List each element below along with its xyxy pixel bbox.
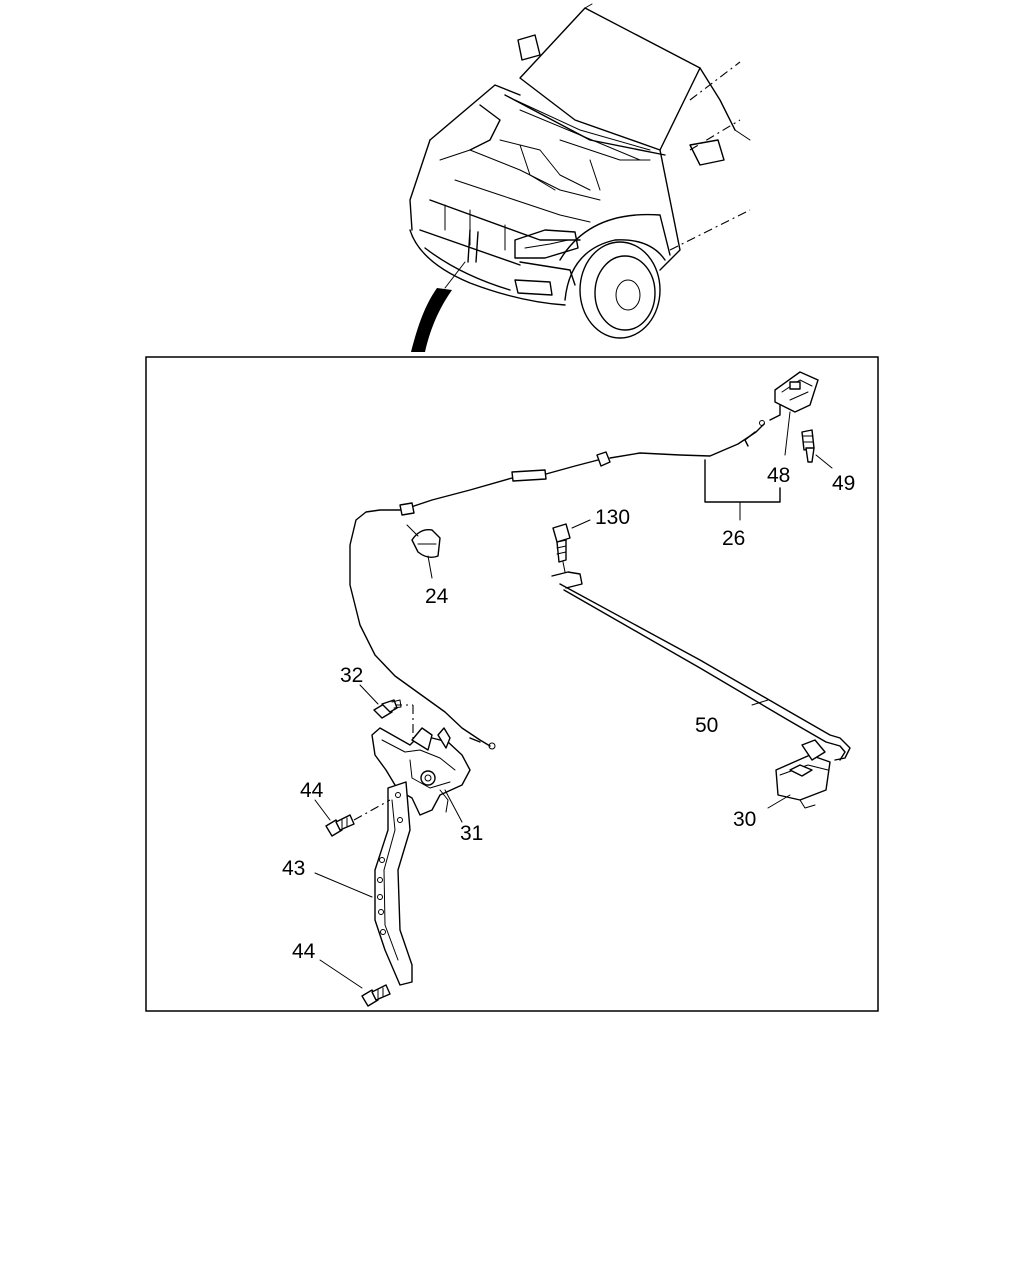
- release-cable: [349, 420, 765, 750]
- release-handle-48: [769, 371, 819, 456]
- callout-43: 43: [282, 857, 305, 880]
- hood-latch-31: [371, 704, 471, 823]
- cable-clip-24: [406, 524, 441, 579]
- callout-32: 32: [340, 664, 363, 687]
- latch-30: [767, 739, 831, 809]
- bolt-130: [552, 519, 591, 573]
- detail-frame: [145, 356, 879, 1012]
- cable-bracket-leader-26: [704, 459, 781, 503]
- bolt-32: [359, 684, 402, 719]
- callout-49: 49: [832, 472, 855, 495]
- bolt-44-upper: [314, 799, 391, 837]
- callout-30: 30: [733, 808, 756, 831]
- bolt-44-lower: [319, 959, 391, 1007]
- support-rod-50: [551, 571, 851, 761]
- vehicle-illustration: [409, 3, 751, 352]
- callout-31: 31: [460, 822, 483, 845]
- callout-24: 24: [425, 585, 449, 608]
- callout-130: 130: [595, 506, 630, 529]
- callout-labels: 130 48 49 26 24 32 50 44 30 31 43 44: [282, 464, 855, 963]
- latch-support-stay-43: [314, 781, 413, 986]
- callout-50: 50: [695, 714, 718, 737]
- callout-26: 26: [722, 527, 745, 550]
- callout-48: 48: [767, 464, 790, 487]
- callout-44-lower: 44: [292, 940, 316, 963]
- clip-49: [801, 429, 833, 469]
- callout-44-upper: 44: [300, 779, 324, 802]
